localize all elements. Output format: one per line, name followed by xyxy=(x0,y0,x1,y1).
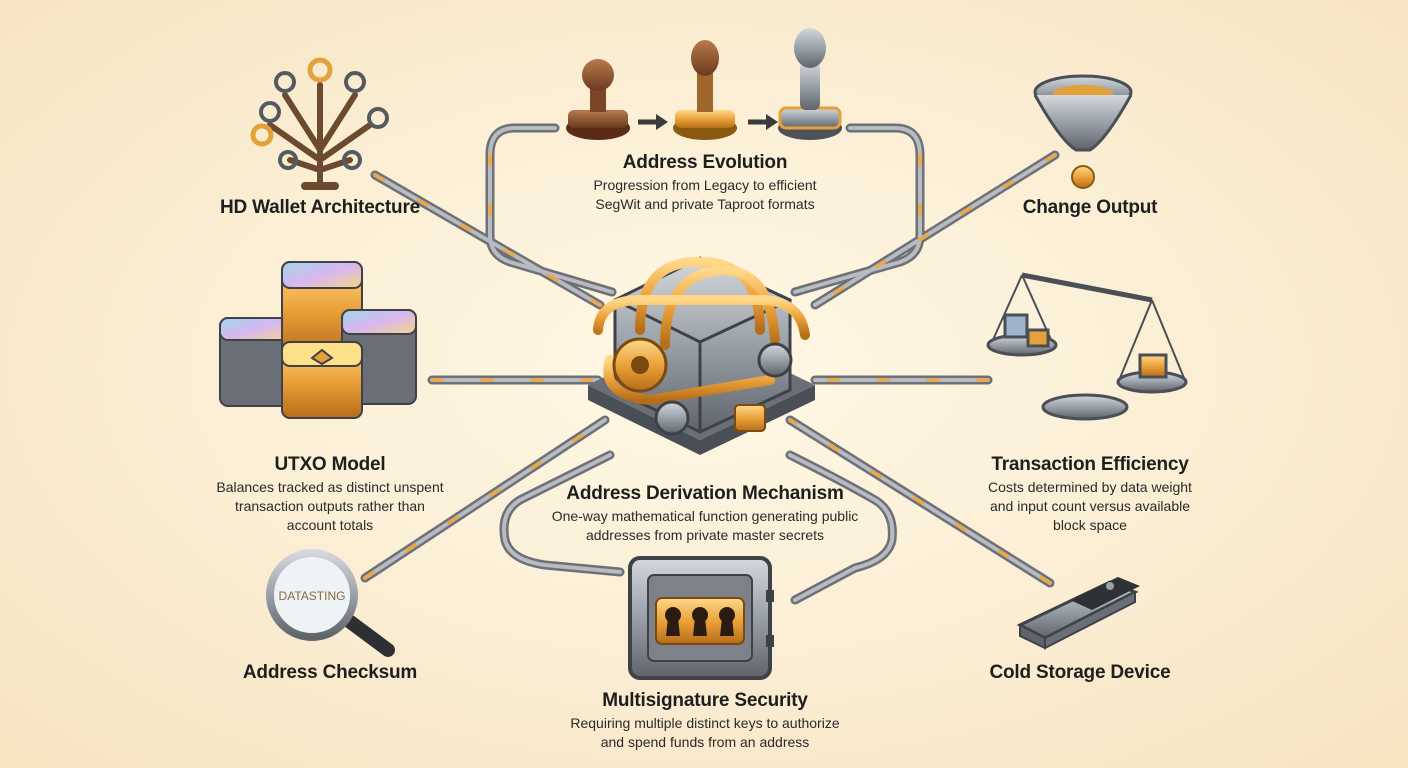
multisig-title: Multisignature Security xyxy=(602,690,808,711)
balance-scale-icon xyxy=(986,262,1188,421)
center-desc-line-2: addresses from private master secrets xyxy=(585,527,825,543)
usb-device-icon xyxy=(1016,577,1140,650)
address-checksum-title: Address Checksum xyxy=(242,662,418,683)
transaction-efficiency-desc-line-1: Costs determined by data weight xyxy=(988,479,1192,495)
utxo-model-desc-line-1: Balances tracked as distinct unspent xyxy=(216,479,444,495)
magnifier-icon: DATASTING xyxy=(266,549,395,657)
center-desc-line-1: One-way mathematical function generating… xyxy=(551,508,859,524)
stamp-progression-icon xyxy=(566,28,842,140)
coin-funnel-icon xyxy=(1033,74,1133,189)
coin-stacks-icon xyxy=(219,261,417,419)
cold-storage-title: Cold Storage Device xyxy=(989,662,1171,683)
multisig-desc-line-2: and spend funds from an address xyxy=(600,734,810,750)
cold-storage-label: Cold Storage Device xyxy=(965,662,1195,684)
address-evolution-label: Address Evolution Progression from Legac… xyxy=(540,152,870,212)
address-checksum-label: Address Checksum xyxy=(210,662,450,684)
transaction-efficiency-desc-line-3: block space xyxy=(1053,517,1127,533)
transaction-efficiency-label: Transaction Efficiency Costs determined … xyxy=(955,454,1225,533)
center-title: Address Derivation Mechanism xyxy=(566,483,844,504)
change-output-label: Change Output xyxy=(985,197,1195,219)
magnifier-text: DATASTING xyxy=(279,589,346,603)
connector-pipes xyxy=(360,123,1060,605)
center-label: Address Derivation Mechanism One-way mat… xyxy=(520,483,890,543)
address-evolution-desc-line-2: SegWit and private Taproot formats xyxy=(595,196,815,212)
address-evolution-title: Address Evolution xyxy=(622,152,788,173)
multisig-label: Multisignature Security Requiring multip… xyxy=(530,690,880,750)
vault-keyholes-icon xyxy=(628,556,774,680)
transaction-efficiency-title: Transaction Efficiency xyxy=(991,454,1189,475)
transaction-efficiency-desc-line-2: and input count versus available xyxy=(989,498,1191,514)
utxo-model-title: UTXO Model xyxy=(274,454,386,475)
address-evolution-desc-line-1: Progression from Legacy to efficient xyxy=(593,177,817,193)
multisig-desc-line-1: Requiring multiple distinct keys to auth… xyxy=(570,715,840,731)
change-output-title: Change Output xyxy=(1022,197,1158,218)
utxo-model-desc-line-3: account totals xyxy=(286,517,374,533)
utxo-model-desc-line-2: transaction outputs rather than xyxy=(235,498,425,514)
derivation-mechanism-icon xyxy=(588,256,815,455)
key-tree-icon xyxy=(250,57,389,190)
hd-wallet-title: HD Wallet Architecture xyxy=(219,197,421,218)
hd-wallet-label: HD Wallet Architecture xyxy=(200,197,440,219)
utxo-model-label: UTXO Model Balances tracked as distinct … xyxy=(190,454,470,533)
